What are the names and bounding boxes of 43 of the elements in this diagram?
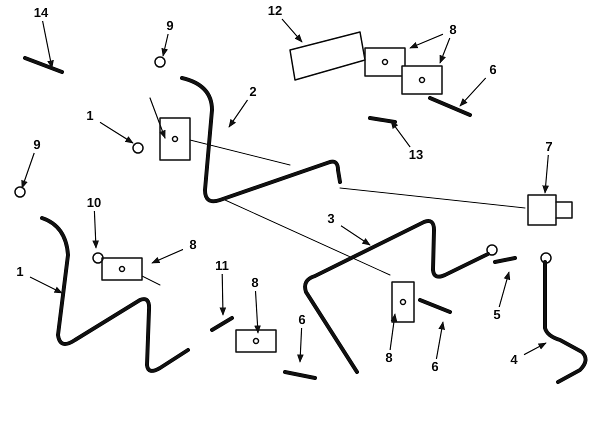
callout-number: 8: [184, 238, 202, 252]
leader-line: [297, 328, 304, 363]
callout-number: 3: [322, 212, 340, 226]
leader-line: [542, 154, 549, 194]
callout-number: 4: [505, 353, 523, 367]
callout-number: 6: [426, 360, 444, 374]
leader-line: [228, 100, 248, 128]
callout-number: 7: [540, 140, 558, 154]
leader-line: [151, 248, 184, 264]
callout-number: 6: [293, 313, 311, 327]
callout-number: 13: [407, 148, 425, 162]
leader-line: [459, 78, 486, 107]
callout-number: 14: [32, 6, 50, 20]
leader-line: [254, 290, 261, 334]
leader-line: [100, 122, 134, 144]
leader-line: [42, 20, 54, 69]
leader-line: [524, 342, 547, 356]
leader-line: [220, 274, 226, 316]
leader-line: [439, 38, 450, 64]
callout-number: 10: [85, 196, 103, 210]
leader-line: [30, 276, 63, 294]
leader-line: [21, 152, 35, 189]
callout-number: 12: [266, 4, 284, 18]
leader-line: [390, 120, 411, 148]
leader-line: [390, 313, 398, 350]
leader-line: [282, 18, 303, 43]
callout-number: 11: [213, 259, 231, 273]
callout-number: 2: [244, 85, 262, 99]
leader-line: [436, 321, 445, 360]
callout-number: 5: [488, 308, 506, 322]
callout-number: 8: [246, 276, 264, 290]
callout-number: 6: [484, 63, 502, 77]
callout-number: 9: [161, 19, 179, 33]
leader-line: [498, 271, 510, 308]
callout-number: 8: [380, 351, 398, 365]
leader-line: [340, 225, 371, 246]
leader-line: [409, 34, 444, 49]
leader-line: [161, 34, 169, 57]
callout-number: 1: [81, 109, 99, 123]
leader-line: [92, 210, 100, 249]
callout-number: 9: [28, 138, 46, 152]
callout-number: 8: [444, 23, 462, 37]
callout-number: 1: [11, 265, 29, 279]
